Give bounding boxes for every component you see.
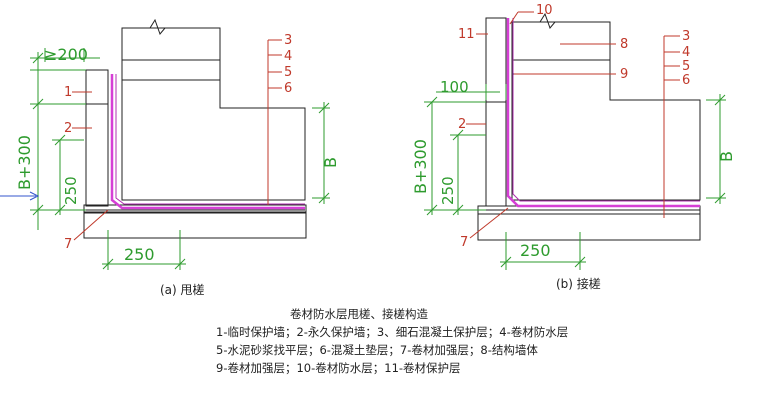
left-dim-b300: B+300 <box>15 135 34 190</box>
right-break-line <box>512 12 610 29</box>
right-label-8: 8 <box>620 37 628 52</box>
right-label-5: 5 <box>682 59 690 74</box>
right-caption: (b) 接槎 <box>556 276 601 291</box>
left-dim-b: B <box>321 157 340 168</box>
right-label-10: 10 <box>536 3 553 18</box>
right-label-6: 6 <box>682 73 690 88</box>
left-break-line <box>122 18 220 35</box>
legend-line-2: 5-水泥砂浆找平层；6-混凝土垫层；7-卷材加强层；8-结构墙体 <box>216 343 538 357</box>
left-permanent-brick-wall <box>85 103 109 207</box>
left-base-slab <box>83 211 307 239</box>
left-membrane <box>110 74 305 210</box>
right-structure-wall <box>511 21 701 201</box>
left-temporary-wall <box>85 69 109 105</box>
legend-line-3: 9-卷材加强层；10-卷材防水层；11-卷材保护层 <box>216 361 461 375</box>
left-detail <box>83 18 307 239</box>
right-dim-b: B <box>717 151 736 162</box>
right-label-2: 2 <box>458 117 466 132</box>
right-dim-250v: 250 <box>439 176 457 205</box>
legend-title: 卷材防水层甩槎、接槎构造 <box>290 307 428 321</box>
left-caption: (a) 甩槎 <box>160 282 205 297</box>
left-dim-250h: 250 <box>124 245 155 264</box>
right-dim-b300: B+300 <box>411 139 430 194</box>
right-leaders <box>466 11 680 239</box>
left-label-7: 7 <box>64 237 72 252</box>
right-label-9: 9 <box>620 67 628 82</box>
right-label-4: 4 <box>682 45 690 60</box>
left-label-6: 6 <box>284 81 292 96</box>
left-label-5: 5 <box>284 65 292 80</box>
right-permanent-brick-wall <box>485 101 507 207</box>
right-label-11: 11 <box>458 27 475 42</box>
left-dim-200: ≥200 <box>44 45 88 64</box>
left-label-3: 3 <box>284 33 292 48</box>
right-detail <box>477 12 701 241</box>
left-label-4: 4 <box>284 49 292 64</box>
right-membrane <box>506 18 700 208</box>
right-dim-100: 100 <box>440 78 469 96</box>
legend-line-1: 1-临时保护墙；2-永久保护墙；3、细石混凝土保护层；4-卷材防水层 <box>216 325 568 339</box>
left-protection-layer <box>83 204 307 214</box>
left-label-2: 2 <box>64 121 72 136</box>
right-membrane-protection <box>485 17 507 103</box>
left-structure-wall <box>121 27 306 201</box>
right-dim-250h: 250 <box>520 241 551 260</box>
right-dimensions <box>424 84 726 270</box>
left-dimensions <box>0 48 330 270</box>
left-label-1: 1 <box>64 85 72 100</box>
left-leaders <box>72 39 282 241</box>
right-label-7: 7 <box>460 235 468 250</box>
right-base-slab <box>477 213 701 241</box>
right-label-3: 3 <box>682 29 690 44</box>
left-dim-250v: 250 <box>62 176 80 205</box>
